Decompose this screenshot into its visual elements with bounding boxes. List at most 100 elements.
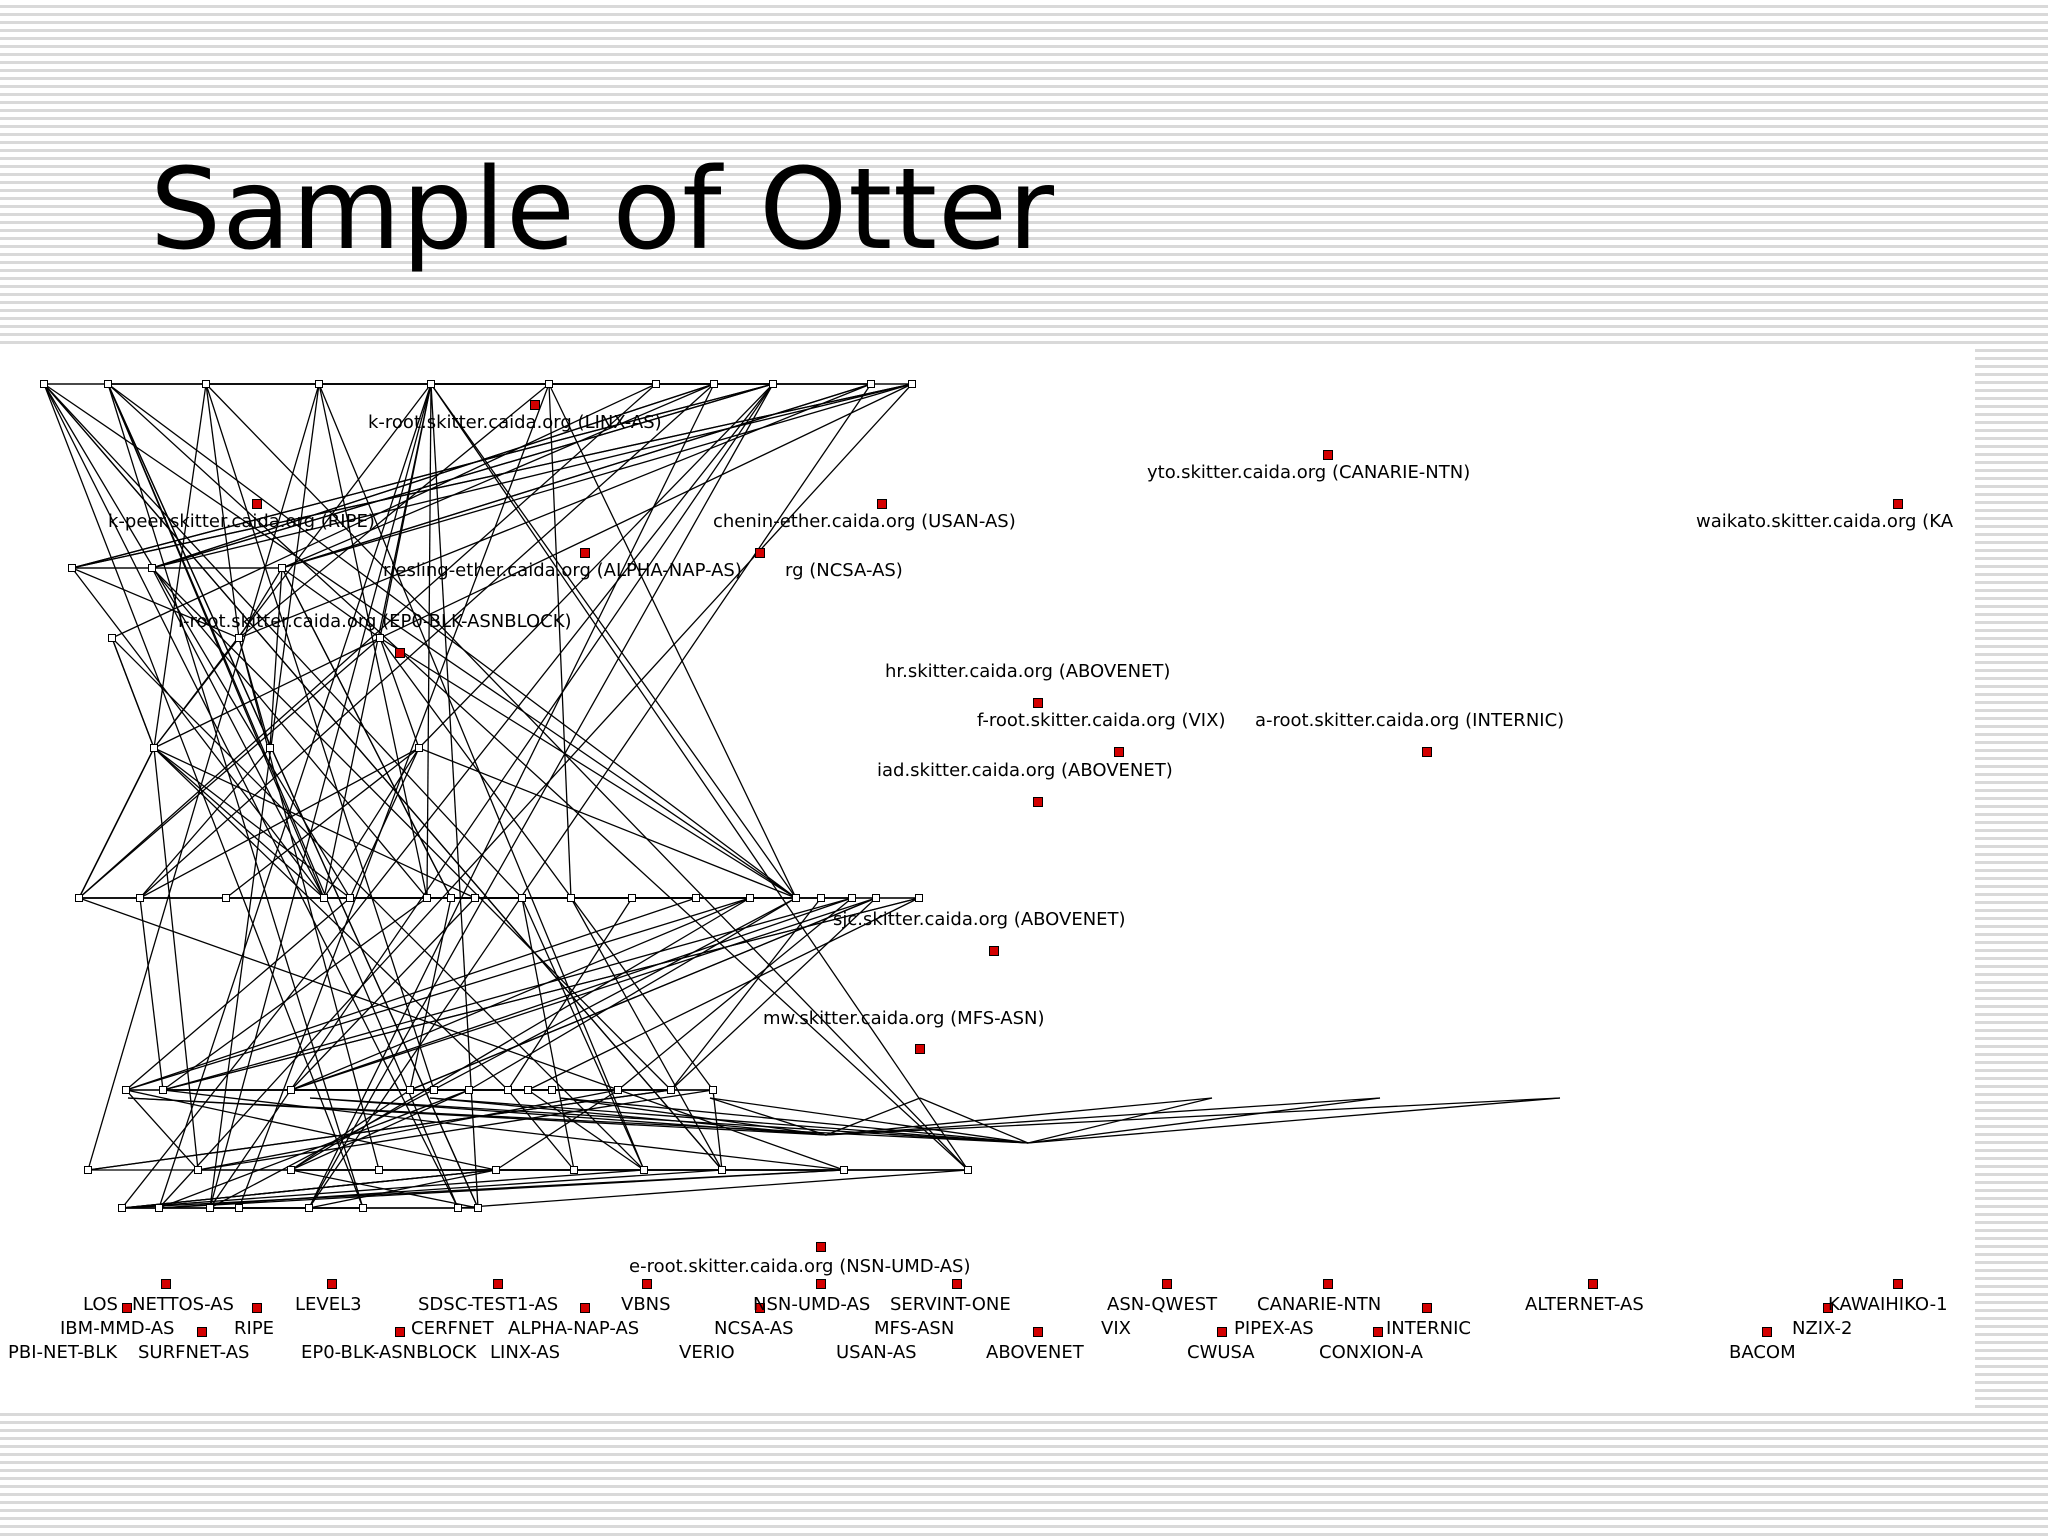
monitor-node-marker <box>493 1279 503 1289</box>
router-node <box>692 894 700 902</box>
router-node <box>545 380 553 388</box>
monitor-node-marker <box>327 1279 337 1289</box>
monitor-label-waikato: waikato.skitter.caida.org (KA <box>1696 511 1954 532</box>
router-node <box>84 1166 92 1174</box>
router-node <box>305 1204 313 1212</box>
monitor-node-marker <box>1217 1327 1227 1337</box>
legend-item: EP0-BLK-ASNBLOCK <box>301 1342 478 1363</box>
monitor-node-marker <box>1893 499 1903 509</box>
monitor-node-marker <box>197 1327 207 1337</box>
monitor-node-marker <box>755 1303 765 1313</box>
legend-item: USAN-AS <box>836 1342 917 1363</box>
router-node <box>652 380 660 388</box>
router-node <box>375 1166 383 1174</box>
monitor-node-marker <box>1823 1303 1833 1313</box>
monitor-node-marker <box>395 1327 405 1337</box>
router-node <box>118 1204 126 1212</box>
legend-item: ALPHA-NAP-AS <box>508 1318 639 1339</box>
monitor-label-riesling: riesling-ether.caida.org (ALPHA-NAP-AS) <box>383 560 742 581</box>
legend-item: CANARIE-NTN <box>1257 1294 1381 1315</box>
legend-item: CERFNET <box>411 1318 495 1339</box>
router-node <box>202 380 210 388</box>
legend-item: CWUSA <box>1187 1342 1255 1363</box>
monitor-node-marker <box>989 946 999 956</box>
monitor-label-aroot: a-root.skitter.caida.org (INTERNIC) <box>1255 710 1564 731</box>
router-node <box>524 1086 532 1094</box>
router-node <box>792 894 800 902</box>
monitor-node-marker <box>755 548 765 558</box>
legend-item: LEVEL3 <box>295 1294 362 1315</box>
monitor-node-marker <box>1033 1327 1043 1337</box>
router-node <box>471 894 479 902</box>
router-node <box>817 894 825 902</box>
router-node <box>454 1204 462 1212</box>
router-node <box>518 894 526 902</box>
router-node <box>447 894 455 902</box>
slide-title: Sample of Otter <box>150 145 1056 275</box>
monitor-label-ncsa: rg (NCSA-AS) <box>785 560 903 581</box>
router-node <box>206 1204 214 1212</box>
router-node <box>320 894 328 902</box>
router-node <box>427 380 435 388</box>
otter-graph: k-root.skitter.caida.org (LINX-AS) yto.s… <box>8 380 1954 1363</box>
monitor-node-marker <box>1114 747 1124 757</box>
monitor-node-marker <box>1162 1279 1172 1289</box>
monitor-node-marker <box>1323 450 1333 460</box>
legend-item: VIX <box>1101 1318 1131 1339</box>
legend-item: SURFNET-AS <box>138 1342 249 1363</box>
router-node <box>194 1166 202 1174</box>
router-node <box>40 380 48 388</box>
monitor-label-sjc: sjc.skitter.caida.org (ABOVENET) <box>833 909 1126 930</box>
router-node <box>278 564 286 572</box>
monitor-node-marker <box>252 1303 262 1313</box>
legend-item: PIPEX-AS <box>1234 1318 1314 1339</box>
monitor-node-marker <box>642 1279 652 1289</box>
router-node <box>915 894 923 902</box>
legend-item: BACOM <box>1729 1342 1796 1363</box>
router-node <box>235 1204 243 1212</box>
monitor-node-marker <box>1422 747 1432 757</box>
router-node <box>769 380 777 388</box>
legend-item: SDSC-TEST1-AS <box>418 1294 558 1315</box>
router-node <box>136 894 144 902</box>
router-node <box>376 634 384 642</box>
legend-item: LOS <box>83 1294 118 1315</box>
router-node <box>315 380 323 388</box>
router-node <box>150 744 158 752</box>
legend-item: LINX-AS <box>490 1342 560 1363</box>
legend-item: ASN-QWEST <box>1107 1294 1218 1315</box>
router-node <box>667 1086 675 1094</box>
router-node <box>75 894 83 902</box>
router-node <box>104 380 112 388</box>
router-node <box>415 744 423 752</box>
monitor-node-marker <box>1422 1303 1432 1313</box>
monitor-node-marker <box>1588 1279 1598 1289</box>
legend-item: NCSA-AS <box>714 1318 794 1339</box>
monitor-node-marker <box>816 1279 826 1289</box>
monitor-label-chenin: chenin-ether.caida.org (USAN-AS) <box>713 511 1016 532</box>
monitor-node-marker <box>580 1303 590 1313</box>
router-node <box>848 894 856 902</box>
monitor-node-marker <box>530 400 540 410</box>
monitor-node-marker <box>1373 1327 1383 1337</box>
monitor-label-yto: yto.skitter.caida.org (CANARIE-NTN) <box>1147 462 1470 483</box>
router-node <box>155 1204 163 1212</box>
router-node <box>567 894 575 902</box>
legend-item: NZIX-2 <box>1792 1318 1853 1339</box>
monitor-node-marker <box>1033 797 1043 807</box>
monitor-node-marker <box>877 499 887 509</box>
router-node <box>68 564 76 572</box>
legend-item: IBM-MMD-AS <box>60 1318 174 1339</box>
monitor-label-iad: iad.skitter.caida.org (ABOVENET) <box>877 760 1173 781</box>
monitor-label-kpeer: k-peer.skitter.caida.org (RIPE) <box>108 511 375 532</box>
router-node <box>423 894 431 902</box>
router-node <box>614 1086 622 1094</box>
monitor-node-marker <box>915 1044 925 1054</box>
router-node <box>840 1166 848 1174</box>
monitor-node-marker <box>816 1242 826 1252</box>
router-node <box>709 1086 717 1094</box>
router-node <box>640 1166 648 1174</box>
router-node <box>287 1166 295 1174</box>
router-node <box>465 1086 473 1094</box>
legend-item: ALTERNET-AS <box>1525 1294 1644 1315</box>
